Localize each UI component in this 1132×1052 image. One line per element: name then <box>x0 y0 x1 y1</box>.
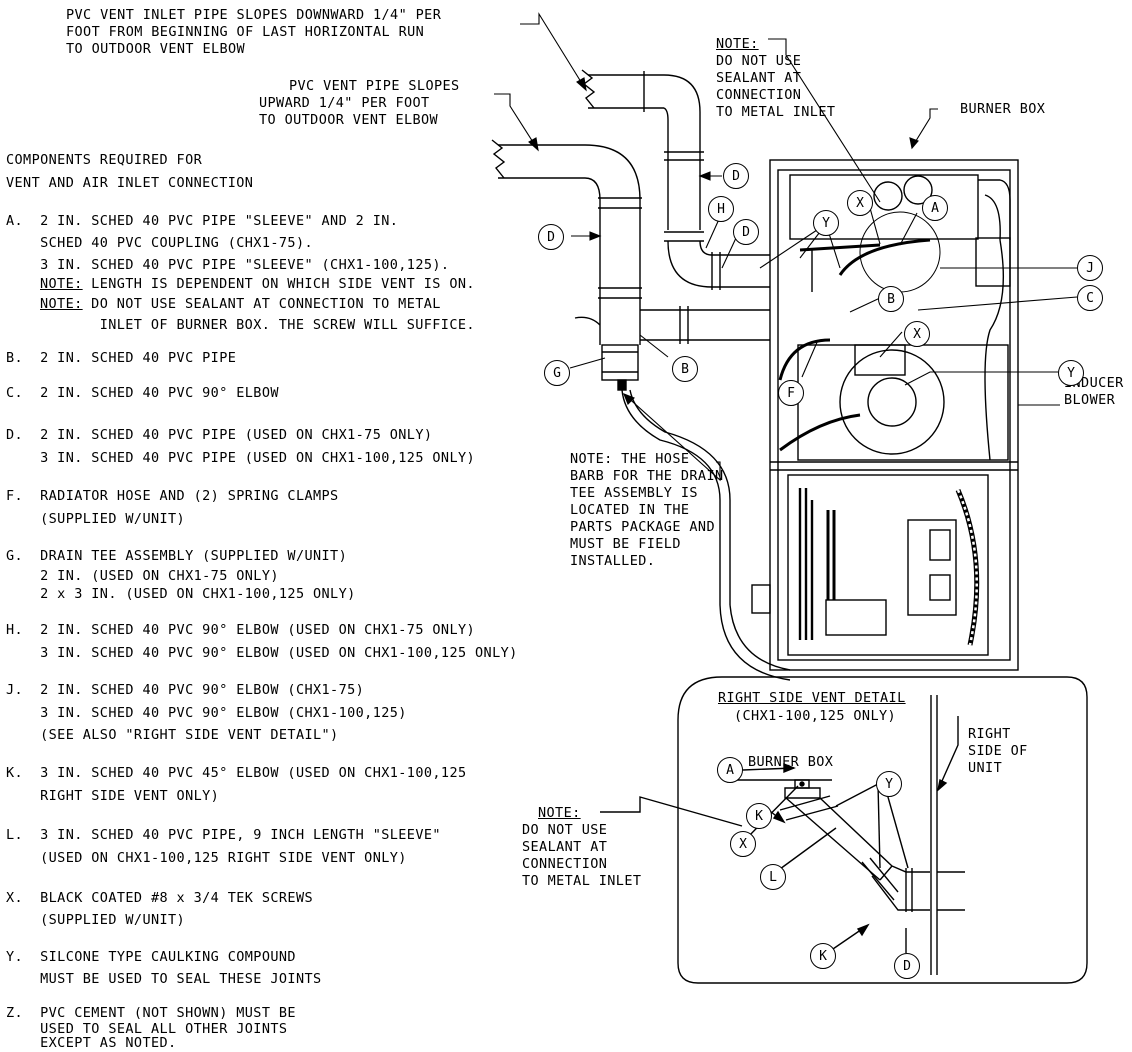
hose-note-5: PARTS PACKAGE AND <box>570 519 715 535</box>
item-l-line-1: L. 3 IN. SCHED 40 PVC PIPE, 9 INCH LENGT… <box>6 827 441 843</box>
ref-h: H <box>708 196 734 222</box>
detail-right-side-1: RIGHT <box>968 726 1011 742</box>
detail-note-label: NOTE: <box>538 805 581 821</box>
item-y-line-2: MUST BE USED TO SEAL THESE JOINTS <box>6 971 322 987</box>
detail-note-2: SEALANT AT <box>522 839 608 855</box>
item-a-line-2: SCHED 40 PVC COUPLING (CHX1-75). <box>6 235 313 251</box>
hose-note-7: INSTALLED. <box>570 553 656 569</box>
inducer-label-2: BLOWER <box>1064 392 1116 408</box>
components-heading-2: VENT AND AIR INLET CONNECTION <box>6 175 254 191</box>
item-x-line-1: X. BLACK COATED #8 x 3/4 TEK SCREWS <box>6 890 313 906</box>
item-f-line-2: (SUPPLIED W/UNIT) <box>6 511 186 527</box>
detail-ref-y: Y <box>876 771 902 797</box>
item-a-line-3: 3 IN. SCHED 40 PVC PIPE "SLEEVE" (CHX1-1… <box>6 257 450 273</box>
furnace-cabinet <box>769 159 1019 671</box>
detail-ref-d: D <box>894 953 920 979</box>
item-l-line-2: (USED ON CHX1-100,125 RIGHT SIDE VENT ON… <box>6 850 407 866</box>
detail-note-1: DO NOT USE <box>522 822 608 838</box>
inlet-slope-line-3: TO OUTDOOR VENT ELBOW <box>66 41 246 57</box>
item-g-line-2: 2 IN. (USED ON CHX1-75 ONLY) <box>6 568 279 584</box>
vent-slope-line-3: TO OUTDOOR VENT ELBOW <box>259 112 439 128</box>
item-j-line-2: 3 IN. SCHED 40 PVC 90° ELBOW (CHX1-100,1… <box>6 705 407 721</box>
note-top-label: NOTE: <box>716 36 759 52</box>
ref-y-2: Y <box>1058 360 1084 386</box>
hose-note-1: NOTE: THE HOSE <box>570 451 690 467</box>
item-d-line-2: 3 IN. SCHED 40 PVC PIPE (USED ON CHX1-10… <box>6 450 476 466</box>
hose-note-3: TEE ASSEMBLY IS <box>570 485 698 501</box>
hose-note-6: MUST BE FIELD <box>570 536 681 552</box>
vent-pipe-lower <box>491 139 791 681</box>
item-g-line-3: 2 x 3 IN. (USED ON CHX1-100,125 ONLY) <box>6 586 356 602</box>
detail-ref-l: L <box>760 864 786 890</box>
note-top-line-2: SEALANT AT <box>716 70 802 86</box>
detail-right-side-3: UNIT <box>968 760 1003 776</box>
detail-note-3: CONNECTION <box>522 856 608 872</box>
hose-note-4: LOCATED IN THE <box>570 502 690 518</box>
item-a-note2: NOTE: DO NOT USE SEALANT AT CONNECTION T… <box>40 296 441 313</box>
detail-burner-box: BURNER BOX <box>748 754 834 770</box>
ref-d-2: D <box>733 219 759 245</box>
detail-ref-k-2: K <box>810 943 836 969</box>
item-x-line-2: (SUPPLIED W/UNIT) <box>6 912 186 928</box>
detail-subtitle: (CHX1-100,125 ONLY) <box>734 708 897 724</box>
ref-c: C <box>1077 285 1103 311</box>
inlet-slope-line-1: PVC VENT INLET PIPE SLOPES DOWNWARD 1/4"… <box>66 7 442 23</box>
item-b: B. 2 IN. SCHED 40 PVC PIPE <box>6 350 237 366</box>
ref-d-1: D <box>723 163 749 189</box>
item-j-line-1: J. 2 IN. SCHED 40 PVC 90° ELBOW (CHX1-75… <box>6 682 365 698</box>
item-j-line-3: (SEE ALSO "RIGHT SIDE VENT DETAIL") <box>6 727 339 743</box>
item-a-note2-line-2: INLET OF BURNER BOX. THE SCREW WILL SUFF… <box>40 317 475 333</box>
vent-slope-line-2: UPWARD 1/4" PER FOOT <box>259 95 430 111</box>
item-a-note1: NOTE: LENGTH IS DEPENDENT ON WHICH SIDE … <box>40 276 475 293</box>
vent-detail-frame <box>600 676 1088 984</box>
item-y-line-1: Y. SILCONE TYPE CAULKING COMPOUND <box>6 949 296 965</box>
item-k-line-2: RIGHT SIDE VENT ONLY) <box>6 788 220 804</box>
ref-b-1: B <box>878 286 904 312</box>
inlet-pipe-upper <box>581 69 813 292</box>
note-top-line-4: TO METAL INLET <box>716 104 836 120</box>
burner-box-label: BURNER BOX <box>960 101 1046 117</box>
item-k-line-1: K. 3 IN. SCHED 40 PVC 45° ELBOW (USED ON… <box>6 765 467 781</box>
detail-ref-x: X <box>730 831 756 857</box>
item-a-note2-label: NOTE: <box>40 296 83 312</box>
ref-g: G <box>544 360 570 386</box>
components-heading-1: COMPONENTS REQUIRED FOR <box>6 152 203 168</box>
hose-note-2: BARB FOR THE DRAIN <box>570 468 724 484</box>
item-z-line-3: EXCEPT AS NOTED. <box>6 1035 177 1051</box>
ref-x-1: X <box>847 190 873 216</box>
leader-lines <box>494 12 1078 482</box>
item-f-line-1: F. RADIATOR HOSE AND (2) SPRING CLAMPS <box>6 488 339 504</box>
ref-b-2: B <box>672 356 698 382</box>
item-a-line-1: A. 2 IN. SCHED 40 PVC PIPE "SLEEVE" AND … <box>6 213 399 229</box>
item-a-note1-text: LENGTH IS DEPENDENT ON WHICH SIDE VENT I… <box>82 276 475 292</box>
ref-x-2: X <box>904 321 930 347</box>
inlet-slope-line-2: FOOT FROM BEGINNING OF LAST HORIZONTAL R… <box>66 24 425 40</box>
ref-y-1: Y <box>813 210 839 236</box>
item-d-line-1: D. 2 IN. SCHED 40 PVC PIPE (USED ON CHX1… <box>6 427 433 443</box>
ref-a-1: A <box>922 195 948 221</box>
item-z-line-2: USED TO SEAL ALL OTHER JOINTS <box>6 1021 288 1037</box>
note-top-line-1: DO NOT USE <box>716 53 802 69</box>
detail-ref-a: A <box>717 757 743 783</box>
vent-slope-line-1: PVC VENT PIPE SLOPES <box>289 78 460 94</box>
detail-title: RIGHT SIDE VENT DETAIL <box>718 690 906 706</box>
ref-d-3: D <box>538 224 564 250</box>
detail-note-4: TO METAL INLET <box>522 873 642 889</box>
item-a-note1-label: NOTE: <box>40 276 83 292</box>
item-a-note2-text: DO NOT USE SEALANT AT CONNECTION TO META… <box>82 296 441 312</box>
item-g-line-1: G. DRAIN TEE ASSEMBLY (SUPPLIED W/UNIT) <box>6 548 348 564</box>
ref-f: F <box>778 380 804 406</box>
note-top-line-3: CONNECTION <box>716 87 802 103</box>
item-h-line-2: 3 IN. SCHED 40 PVC 90° ELBOW (USED ON CH… <box>6 645 518 661</box>
item-h-line-1: H. 2 IN. SCHED 40 PVC 90° ELBOW (USED ON… <box>6 622 476 638</box>
detail-ref-k-1: K <box>746 803 772 829</box>
item-z-line-1: Z. PVC CEMENT (NOT SHOWN) MUST BE <box>6 1005 296 1021</box>
detail-right-side-2: SIDE OF <box>968 743 1028 759</box>
ref-j: J <box>1077 255 1103 281</box>
item-c: C. 2 IN. SCHED 40 PVC 90° ELBOW <box>6 385 279 401</box>
